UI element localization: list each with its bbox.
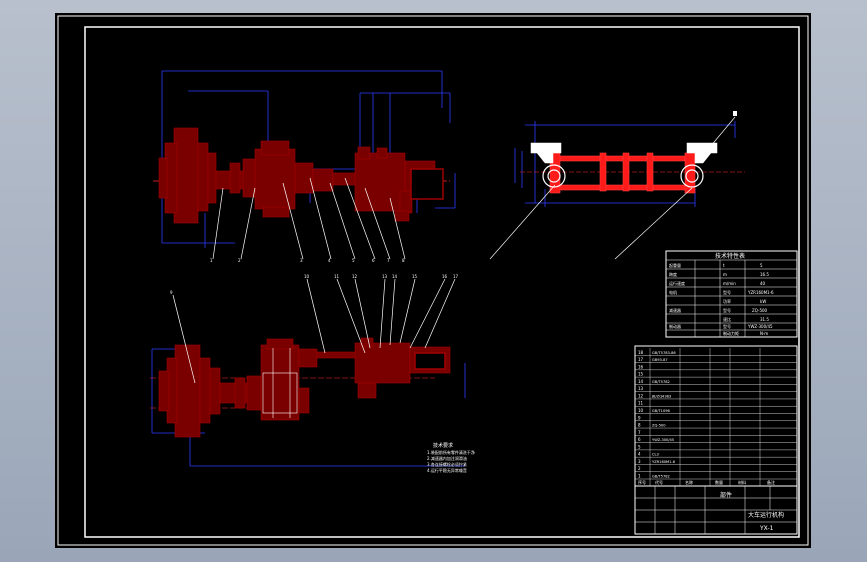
balloon-label: 16 xyxy=(442,274,448,279)
balloon-label: 9 xyxy=(170,290,173,295)
tech-cell: 型号 xyxy=(723,307,731,313)
balloon-label: 15 xyxy=(412,274,418,279)
tech-cell: 16.5 xyxy=(760,272,769,277)
bom-row-code: JB/ZQ4383 xyxy=(651,394,671,398)
tech-cell: 起重量 xyxy=(669,262,681,268)
bom-row-code: GB/T5782 xyxy=(652,475,670,479)
bom-row-number: 2 xyxy=(638,466,641,471)
balloon-label: 8 xyxy=(402,258,405,263)
top-drive-view xyxy=(153,70,456,248)
tech-cell: YWZ-300/45 xyxy=(747,324,773,329)
drawing-canvas: 1 2 3 4 5 6 7 8 9 10 11 12 13 14 15 16 1… xyxy=(57,15,809,546)
tech-cell: 功率 xyxy=(723,298,731,304)
tech-cell: 跨度 xyxy=(669,271,677,277)
tech-cell: 40 xyxy=(760,281,766,286)
tech-cell: 电机 xyxy=(669,289,677,295)
bom-header-cell: 备注 xyxy=(767,479,775,485)
drawing-sheet[interactable]: 1 2 3 4 5 6 7 8 9 10 11 12 13 14 15 16 1… xyxy=(55,13,811,548)
note-line: 3.各连接螺栓必须拧紧 xyxy=(427,461,467,467)
bom-row-number: 6 xyxy=(638,437,641,442)
bottom-drive-view xyxy=(150,337,466,467)
balloon-label: 12 xyxy=(352,274,358,279)
tech-cell: ZQ-500 xyxy=(752,308,768,313)
bom-row-number: 14 xyxy=(638,379,644,384)
bom-row-number: 4 xyxy=(638,452,641,457)
inner-frame xyxy=(84,26,800,538)
tech-cell: 型号 xyxy=(723,323,731,329)
bom-row-code: GB/T5783-86 xyxy=(652,351,676,355)
bom-row-number: 3 xyxy=(638,459,641,464)
balloons: 1 2 3 4 5 6 7 8 9 10 11 12 13 14 15 16 1… xyxy=(170,258,459,295)
bom-row-code: GB93-87 xyxy=(652,358,668,362)
bom-row-code: YWZ-300/45 xyxy=(652,438,674,442)
title-block-label: 部件 xyxy=(720,491,732,499)
tech-table-title: 技术特性表 xyxy=(715,252,745,260)
technical-notes: 技术要求 1.装配前所有零件清洗干净 2.减速器内加注润滑油 3.各连接螺栓必须… xyxy=(427,442,475,473)
tech-cell: 减速器 xyxy=(669,307,681,313)
bom-row-code: ZQ-500 xyxy=(652,424,666,428)
bom-header-cell: 材料 xyxy=(738,479,746,485)
bom-row-number: 16 xyxy=(638,364,644,369)
drawing-number: YX-1 xyxy=(759,525,774,532)
tech-cell: 型号 xyxy=(723,289,731,295)
bom-header-cell: 数量 xyxy=(715,479,723,485)
bom-row-number: 17 xyxy=(638,357,644,362)
drawing-title: 大车运行机构 xyxy=(748,511,784,519)
bom-row-number: 15 xyxy=(638,372,644,377)
bom-row-code: YZR160M1-6 xyxy=(652,460,676,464)
bom-row-number: 13 xyxy=(638,386,644,391)
balloon-label: 3 xyxy=(300,258,303,263)
balloon-label: 1 xyxy=(210,258,213,263)
tech-cell: N·m xyxy=(760,331,768,336)
bom-row-number: 7 xyxy=(638,430,641,435)
note-line: 1.装配前所有零件清洗干净 xyxy=(427,449,475,455)
tech-cell: 制动器 xyxy=(669,323,681,329)
balloon-label: 14 xyxy=(392,274,398,279)
bom-row-number: 8 xyxy=(638,423,641,428)
balloon-label: 7 xyxy=(387,258,390,263)
bom-header-cell: 名称 xyxy=(685,479,693,485)
bom-header-cell: 代号 xyxy=(655,479,663,485)
title-block: 部件 大车运行机构 YX-1 xyxy=(634,485,798,535)
bom-row-number: 12 xyxy=(638,393,644,398)
bom-row-number: 1 xyxy=(638,474,641,479)
balloon-label: 10 xyxy=(304,274,310,279)
bom-row-code: GB/T1096 xyxy=(652,409,671,413)
tech-cell: 5 xyxy=(760,263,763,268)
top-carriage-view xyxy=(489,111,745,260)
notes-title: 技术要求 xyxy=(433,442,453,449)
note-line: 2.减速器内加注润滑油 xyxy=(427,455,467,461)
balloon-label: 2 xyxy=(238,258,241,263)
tech-table: 技术特性表 起重量 t 5 跨度 m 16.5 运行速度 m/min 40 电机… xyxy=(665,250,798,338)
tech-cell: 速比 xyxy=(723,316,731,322)
balloon-label: 11 xyxy=(334,274,340,279)
bom-header-cell: 序号 xyxy=(638,479,646,485)
outer-frame xyxy=(57,15,809,546)
bom-row-number: 5 xyxy=(638,444,641,449)
bom-row-number: 10 xyxy=(638,408,644,413)
balloon-label: 6 xyxy=(372,258,375,263)
tech-cell: 制动力矩 xyxy=(723,330,739,336)
bom-row-code: GB/T5782 xyxy=(652,380,670,384)
balloon-label: 4 xyxy=(328,258,331,263)
leaders-top xyxy=(212,177,406,260)
bom-row-number: 9 xyxy=(638,415,641,420)
bom-row-number: 11 xyxy=(638,401,644,406)
bom-row-number: 18 xyxy=(638,350,644,355)
balloon-label: 17 xyxy=(453,274,459,279)
balloon-label: 13 xyxy=(382,274,388,279)
tech-cell: m xyxy=(723,272,727,277)
tech-cell: kW xyxy=(760,299,766,304)
balloon-label: 5 xyxy=(352,258,355,263)
tech-cell: 31.5 xyxy=(760,317,769,322)
bom-row-code: CL3 xyxy=(652,453,659,457)
tech-cell: m/min xyxy=(723,281,736,286)
tech-cell: YZR160M1-6 xyxy=(747,290,774,295)
leaders-bottom xyxy=(172,278,456,384)
tech-cell: 运行速度 xyxy=(669,280,685,286)
note-line: 4.运行平稳无异常噪音 xyxy=(427,467,467,473)
tech-cell: t xyxy=(723,263,725,268)
